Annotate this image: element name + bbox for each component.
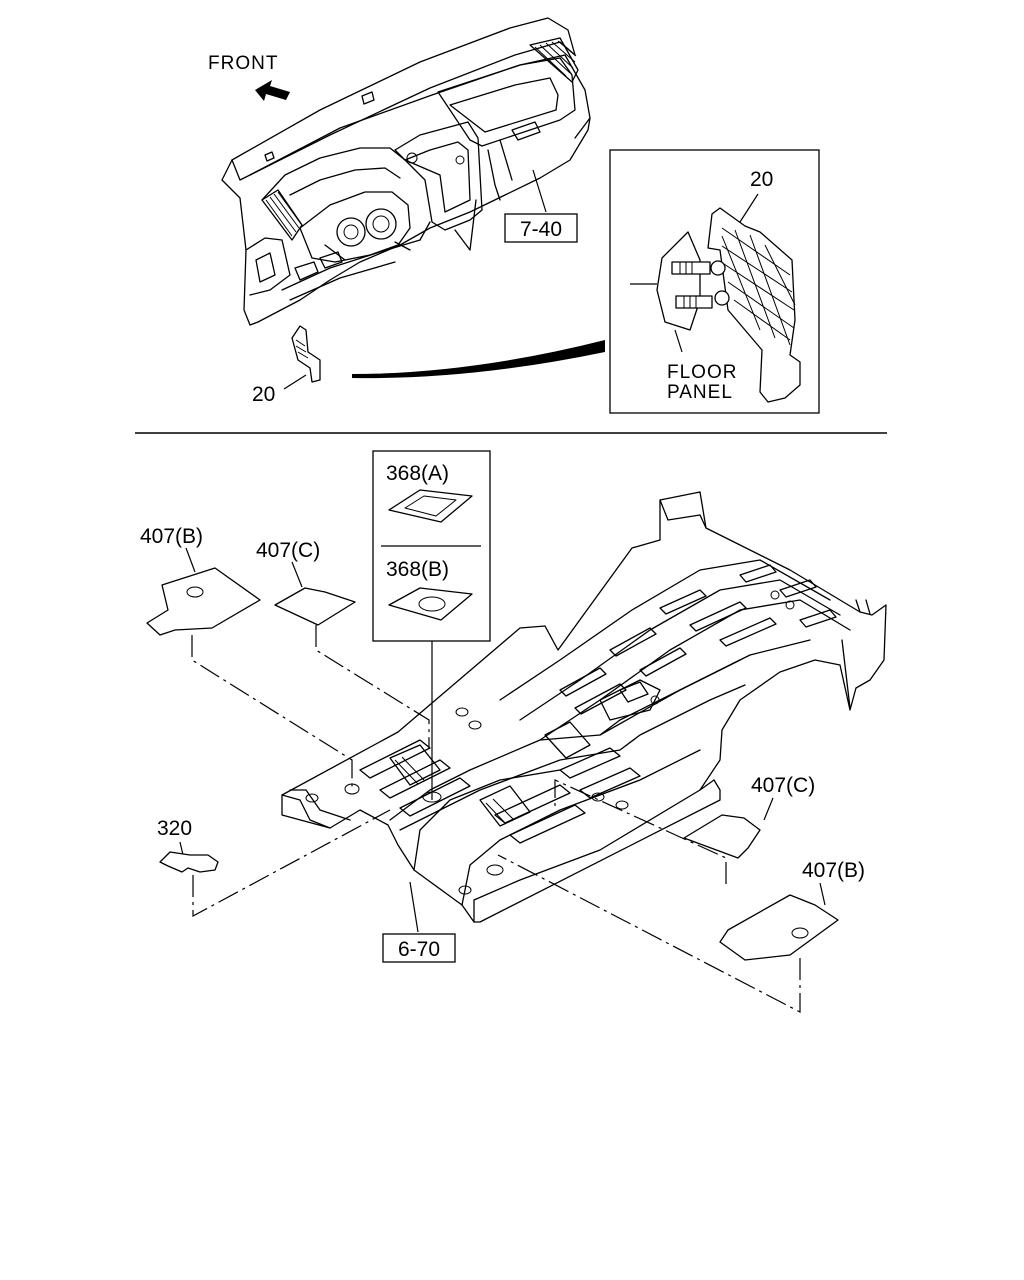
ref-6-70-label: 6-70 xyxy=(398,938,440,961)
pad-407b-right xyxy=(719,894,839,961)
label-407c-left: 407(C) xyxy=(256,539,320,562)
floor-section: 368(A) 368(B) xyxy=(140,450,887,1013)
label-407b-right: 407(B) xyxy=(802,859,865,882)
pad-407c-right xyxy=(683,814,761,859)
pad-407b-left xyxy=(146,567,261,636)
part-320 xyxy=(159,851,219,873)
pad-407c-left xyxy=(274,587,356,626)
floor-panel-label-line1: FLOOR xyxy=(667,362,737,383)
part-368a-shape xyxy=(388,489,473,523)
front-arrow-icon xyxy=(255,80,290,101)
ref-box-6-70 xyxy=(382,933,456,963)
vent-left xyxy=(261,189,303,241)
label-320: 320 xyxy=(157,817,192,840)
floor-panel-label-line2: PANEL xyxy=(667,382,733,403)
ref-7-40-label: 7-40 xyxy=(520,218,562,241)
label-407b-left: 407(B) xyxy=(140,525,203,548)
front-label: FRONT xyxy=(208,53,278,74)
inset-callout-pointer xyxy=(352,340,605,379)
footrest-inset: 20 FLOOR PANEL xyxy=(609,149,820,414)
stud-bolts xyxy=(671,261,713,309)
part-20-left-label: 20 xyxy=(252,383,275,406)
label-407c-right: 407(C) xyxy=(751,774,815,797)
legend-368a-label: 368(A) xyxy=(386,462,449,485)
legend-368b-label: 368(B) xyxy=(386,558,449,581)
part-368b-shape xyxy=(388,587,473,621)
instrument-panel-drawing xyxy=(221,17,591,326)
dashboard-section: FRONT xyxy=(208,17,820,414)
vent-right xyxy=(529,37,579,83)
legend-368: 368(A) 368(B) xyxy=(372,450,491,800)
part-20-small xyxy=(291,325,321,383)
inset-part-20-label: 20 xyxy=(750,168,773,191)
ref-box-7-40 xyxy=(504,213,578,243)
floor-panel-drawing xyxy=(281,491,887,923)
